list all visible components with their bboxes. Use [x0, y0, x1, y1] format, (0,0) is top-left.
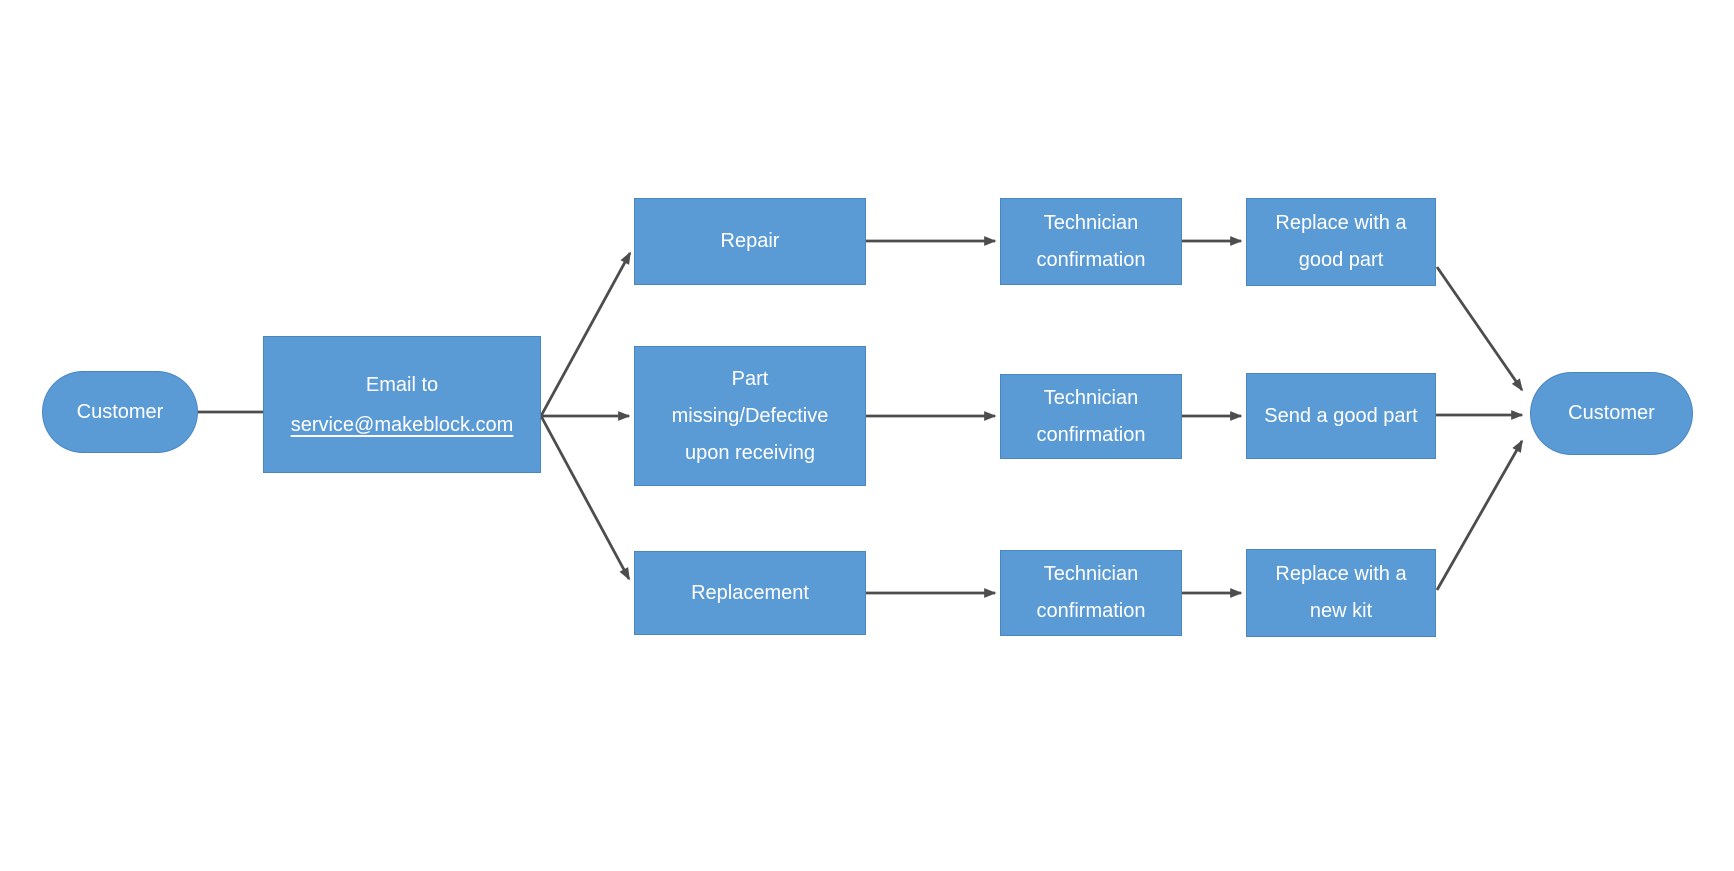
- node-send-good-part-label: Send a good part: [1264, 404, 1418, 427]
- node-replacement: Replacement: [634, 551, 866, 635]
- node-email-label-line1: Email to: [365, 373, 439, 396]
- node-technician-middle-label-line2: confirmation: [1036, 423, 1146, 446]
- node-part-missing-label-line1: Part: [731, 367, 769, 390]
- node-replace-new-kit: Replace with a new kit: [1246, 549, 1436, 637]
- node-part-missing: Part missing/Defective upon receiving: [634, 346, 866, 486]
- node-email: Email to service@makeblock.com: [263, 336, 541, 473]
- node-send-good-part: Send a good part: [1246, 373, 1436, 459]
- node-technician-bottom-label-line2: confirmation: [1036, 600, 1146, 622]
- node-replacement-label: Replacement: [691, 581, 809, 604]
- email-link[interactable]: service@makeblock.com: [290, 413, 514, 436]
- node-part-missing-label-line3: upon receiving: [684, 441, 816, 464]
- node-replace-good-part-label-line1: Replace with a: [1275, 212, 1407, 234]
- node-technician-middle-label-line1: Technician: [1043, 386, 1139, 409]
- node-technician-top-label-line2: confirmation: [1036, 248, 1146, 271]
- node-repair: Repair: [634, 198, 866, 285]
- node-part-missing-label-line2: missing/Defective: [671, 404, 829, 427]
- node-customer-start: Customer: [42, 371, 198, 453]
- node-replace-new-kit-label-line1: Replace with a: [1275, 563, 1407, 585]
- node-customer-end-label: Customer: [1568, 402, 1655, 424]
- node-customer-end: Customer: [1530, 372, 1693, 455]
- connector-email-to-repair: [539, 251, 632, 417]
- node-replace-good-part-label-line2: good part: [1298, 249, 1384, 271]
- node-technician-top-label-line1: Technician: [1043, 211, 1139, 234]
- connector-replace-good-part-to-customer: [1435, 266, 1524, 392]
- node-customer-start-label: Customer: [76, 400, 164, 423]
- node-replace-new-kit-label-line2: new kit: [1309, 600, 1373, 622]
- node-technician-bottom-label-line1: Technician: [1043, 563, 1139, 585]
- node-technician-top: Technician confirmation: [1000, 198, 1182, 285]
- node-repair-label: Repair: [720, 230, 780, 252]
- node-replace-good-part: Replace with a good part: [1246, 198, 1436, 286]
- connector-email-to-replacement: [539, 415, 631, 581]
- node-technician-bottom: Technician confirmation: [1000, 550, 1182, 636]
- connector-replace-new-kit-to-customer: [1435, 439, 1524, 591]
- node-technician-middle: Technician confirmation: [1000, 374, 1182, 459]
